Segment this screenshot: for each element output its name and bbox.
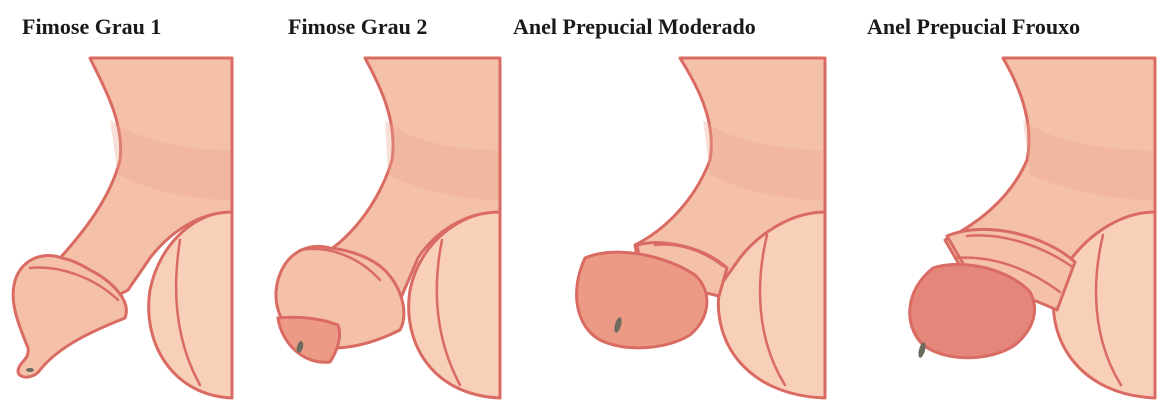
panel-fimose-grau-1: Fimose Grau 1 (0, 0, 260, 403)
illustration-fimose-grau-1 (0, 0, 260, 403)
panel-fimose-grau-2: Fimose Grau 2 (260, 0, 505, 403)
illustration-anel-prepucial-frouxo (835, 0, 1160, 403)
meatus-icon (26, 368, 34, 372)
panel-anel-prepucial-moderado: Anel Prepucial Moderado (505, 0, 835, 403)
panel-anel-prepucial-frouxo: Anel Prepucial Frouxo (835, 0, 1160, 403)
illustration-anel-prepucial-moderado (505, 0, 835, 403)
illustration-fimose-grau-2 (260, 0, 505, 403)
